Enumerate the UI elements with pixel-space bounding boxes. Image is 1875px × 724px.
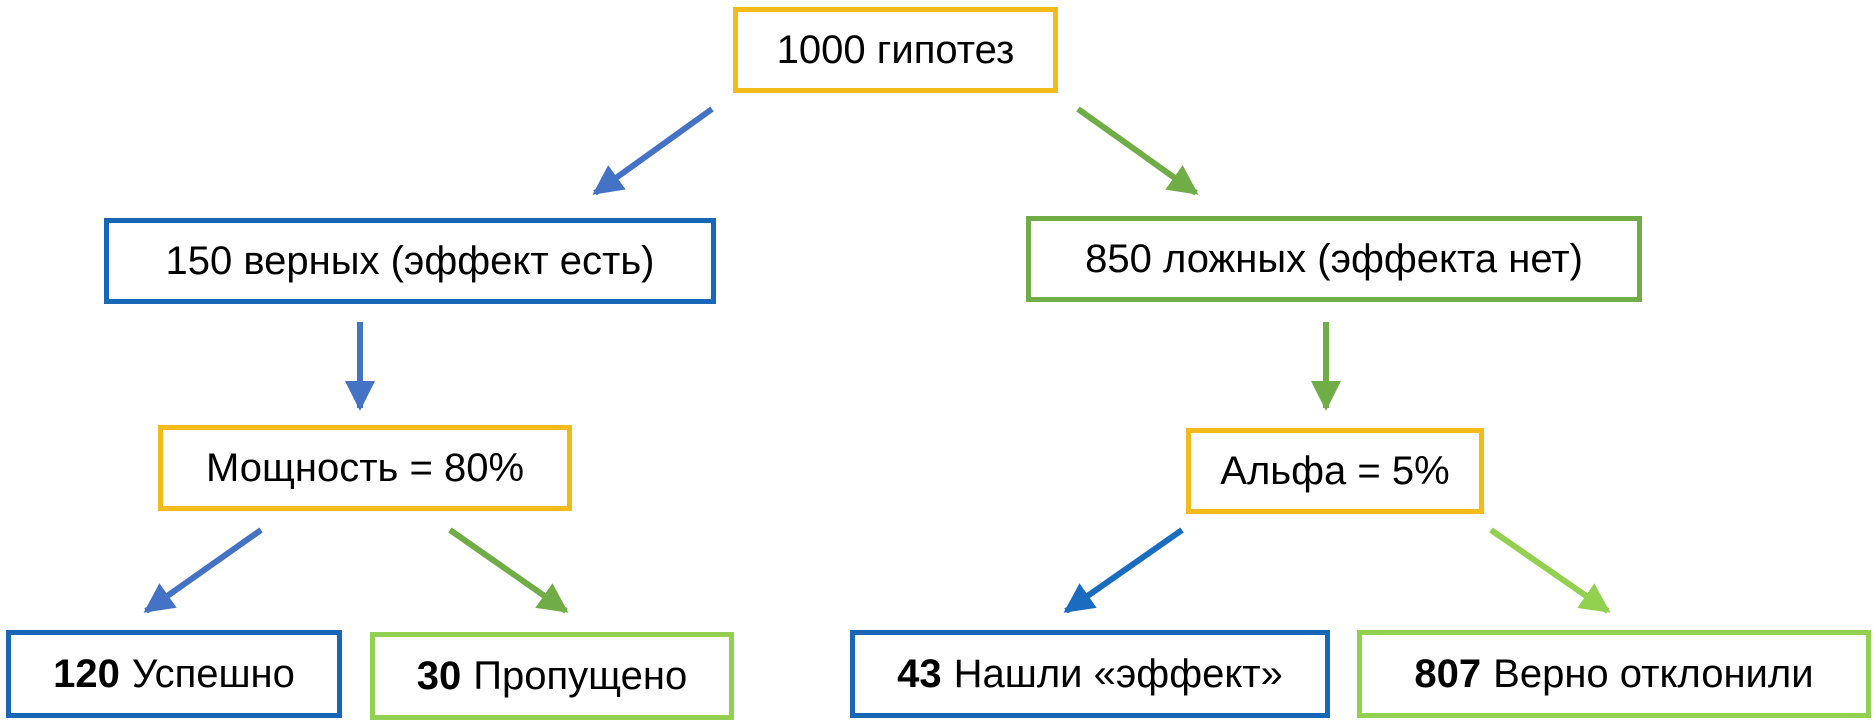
arrow-root-to-false — [1076, 106, 1199, 196]
arrow-alpha-to-tn — [1489, 527, 1611, 614]
node-alpha-text: Альфа = 5% — [1220, 448, 1450, 493]
node-power: Мощность = 80% — [158, 425, 572, 511]
node-total-hypotheses-text: 1000 гипотез — [776, 27, 1015, 72]
node-true-positive-label: Успешно — [131, 651, 295, 696]
node-total-hypotheses: 1000 гипотез — [733, 7, 1058, 93]
arrow-power-to-fn — [448, 527, 569, 614]
node-true-positive-count: 120 — [53, 651, 120, 696]
node-true-negative-count: 807 — [1414, 651, 1482, 696]
node-false-positive: 43 Нашли «эффект» — [850, 630, 1330, 718]
node-false-positive-count: 43 — [897, 651, 942, 696]
node-true-positive: 120 Успешно — [6, 630, 342, 718]
arrow-root-to-true — [592, 106, 714, 196]
node-alpha: Альфа = 5% — [1186, 428, 1484, 514]
node-true-hypotheses: 150 верных (эффект есть) — [104, 218, 716, 304]
node-true-negative-label: Верно отклонили — [1493, 651, 1814, 696]
node-false-negative: 30 Пропущено — [370, 632, 734, 720]
arrow-alpha-to-fp — [1063, 527, 1184, 614]
node-false-negative-count: 30 — [416, 653, 462, 698]
node-false-hypotheses-text: 850 ложных (эффекта нет) — [1085, 236, 1583, 281]
node-false-negative-label: Пропущено — [473, 653, 688, 698]
node-true-hypotheses-text: 150 верных (эффект есть) — [165, 238, 655, 283]
arrow-power-to-tp — [143, 527, 263, 614]
node-power-text: Мощность = 80% — [205, 445, 525, 490]
node-false-hypotheses: 850 ложных (эффекта нет) — [1026, 216, 1642, 302]
node-true-negative: 807 Верно отклонили — [1357, 630, 1871, 718]
node-false-positive-label: Нашли «эффект» — [953, 651, 1283, 696]
